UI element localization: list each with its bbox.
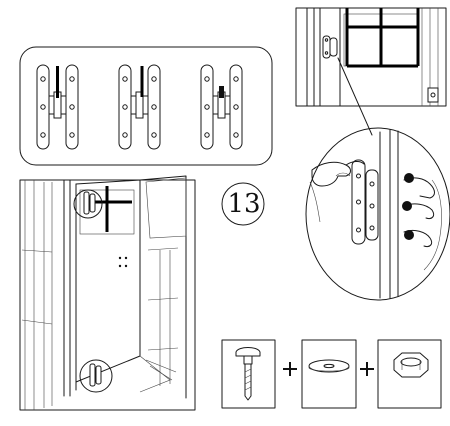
- hinge-icon: [73, 189, 103, 219]
- shed-icon: [19, 175, 196, 411]
- hinge-orientation-panel: [19, 46, 273, 166]
- hinge-install-magnifier: [305, 127, 450, 301]
- hinge-icon: [118, 64, 161, 150]
- step-number-badge: [221, 182, 265, 226]
- hinge-icon: [79, 359, 113, 393]
- step-number: 13: [227, 189, 261, 219]
- hand-icon: [402, 173, 442, 271]
- washer-box: [301, 339, 357, 409]
- hand-icon: [309, 161, 365, 223]
- hinge-icon: [351, 159, 379, 245]
- plus-sign: [360, 362, 374, 376]
- plus-sign: [283, 362, 297, 376]
- hinge-icon: [36, 64, 79, 150]
- hinge-icon: [200, 64, 243, 150]
- hardware-legend: [221, 339, 442, 409]
- carriage-bolt-box: [221, 339, 276, 409]
- hinge-icon: [322, 35, 338, 59]
- door-window-closeup: [295, 7, 447, 136]
- nut-box: [377, 339, 442, 409]
